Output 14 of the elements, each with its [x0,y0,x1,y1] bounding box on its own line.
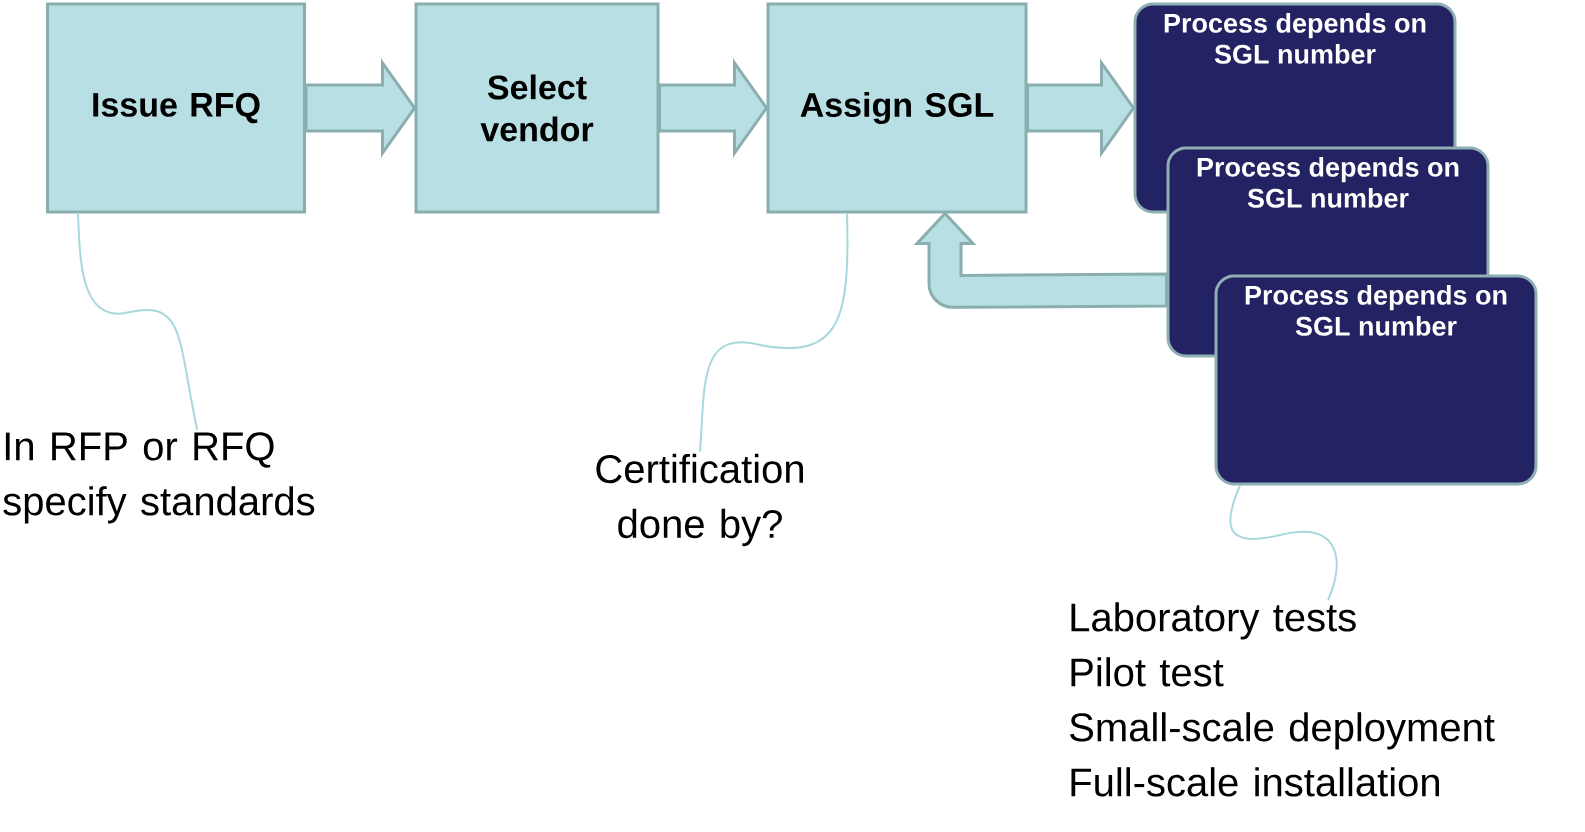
note-text: In RFP or RFQ specify standards [3,432,315,524]
leader-line [699,212,849,453]
leader-line [1229,484,1338,601]
process-box: Assign SGL [766,2,1028,214]
process-box: Select vendor [414,2,660,214]
note-text: Certification done by? [596,453,803,547]
process-box: Issue RFQ [46,2,306,214]
block-arrow [915,212,1168,309]
block-arrow [304,58,417,158]
leader-line [77,212,199,431]
block-arrow [658,58,769,158]
block-arrow [1026,58,1136,158]
note-list: Laboratory tests Pilot test Small-scale deployment Full-scale installation [1070,602,1495,797]
process-box: Process depends on SGL number [1214,274,1538,486]
